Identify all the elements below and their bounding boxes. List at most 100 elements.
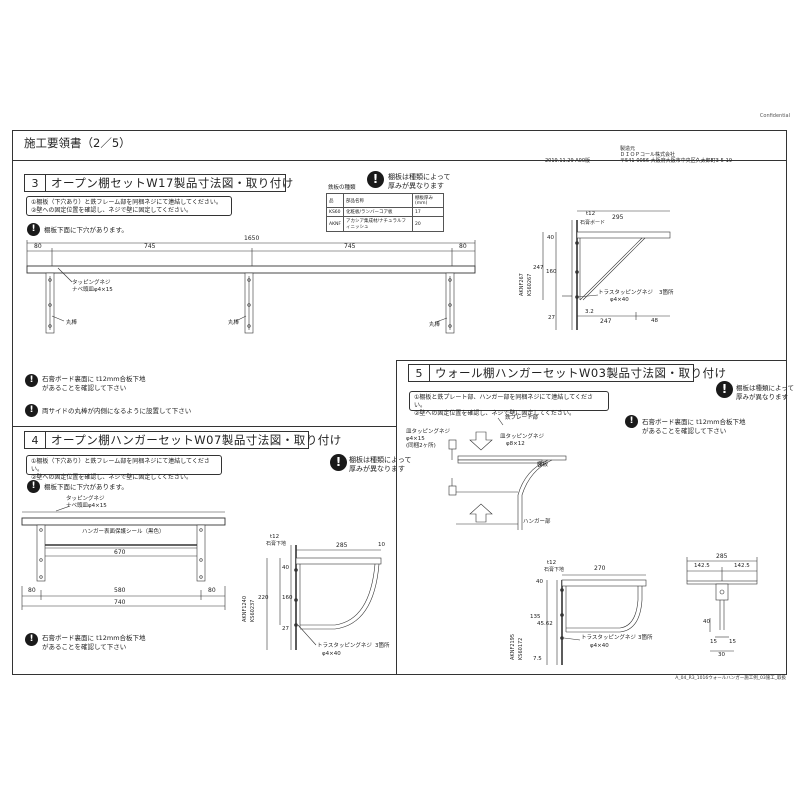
section3-warning-1b: があることを確認して下さい	[42, 384, 127, 392]
side3-27: 27	[548, 315, 555, 321]
side5-7-5: 7.5	[533, 656, 542, 662]
side5-count: 3箇所	[638, 635, 653, 641]
dim-1650: 1650	[244, 235, 260, 242]
section4-screw-spec: ナベ頭皿φ4×15	[66, 503, 107, 509]
section4-title: オープン棚ハンガーセットW07製品寸法図・取り付け	[51, 433, 342, 447]
side3-count: 3箇所	[659, 290, 674, 296]
hanger-label: ハンガー部	[523, 519, 551, 525]
side3-model-1: AKNF267	[519, 273, 525, 296]
side4-t12: t12	[270, 534, 280, 540]
side5-model-1: AKNF2195	[510, 633, 516, 660]
board-label: 棚板	[537, 462, 549, 468]
section3-note-1: ①棚板（下穴あり）と鉄フレーム部を同梱ネジにて連結してください。	[31, 199, 222, 206]
document-frame	[12, 130, 787, 675]
section4-note-2: ②壁への固定位置を確認し、ネジで壁に固定してください。	[31, 474, 193, 481]
maker-line3: 〒541-0056 大阪府大阪市中央区久太郎町3-5-19	[620, 158, 732, 164]
side4-160: 160	[282, 595, 293, 601]
plate-label: 鉄プレート部	[505, 415, 539, 421]
side5-board: 石膏下地	[544, 567, 565, 573]
section5-header: 5 ウォール棚ハンガーセットW03製品寸法図・取り付け	[408, 364, 726, 382]
section3-table-label: 鉄板の種類	[328, 185, 356, 191]
table-cell: アカシア集成材/ナチュラルフィニッシュ	[342, 216, 414, 232]
side5-screw-spec: φ4×40	[590, 643, 609, 649]
side3-board: 石膏ボード	[580, 220, 606, 226]
side4-285: 285	[336, 542, 348, 549]
section3-caution-2: 厚みが異なります	[388, 182, 444, 190]
dim-580: 580	[114, 587, 126, 594]
side4-screw-spec: φ4×40	[322, 651, 341, 657]
maru-label-2: 丸棒	[228, 320, 240, 326]
dim-745-left: 745	[144, 243, 156, 250]
page-title: 施工要領書（2／5）	[24, 136, 131, 150]
side3-model-2: KS60267	[527, 273, 533, 296]
side5-135: 135	[530, 614, 541, 620]
side4-10: 10	[378, 542, 385, 548]
dim-745-right: 745	[344, 243, 356, 250]
section3-screw-label: タッピングネジ	[72, 280, 111, 286]
section5-left-border	[396, 360, 397, 675]
section4-header: 4 オープン棚ハンガーセットW07製品寸法図・取り付け	[24, 431, 341, 449]
section4-note-1: ①棚板（下穴あり）と鉄フレーム部を同梱ネジにて連結してください。	[31, 458, 210, 473]
warning-icon: !	[25, 374, 38, 387]
warning-icon: !	[25, 633, 38, 646]
section3-warning-1a: 石膏ボード裏面に t12mm合板下地	[42, 375, 146, 383]
section5-warning-1b: があることを確認して下さい	[642, 427, 727, 435]
section3-assembly-note: ①棚板（下穴あり）と鉄フレーム部を同梱ネジにて連結してください。 ②壁への固定位…	[26, 196, 232, 216]
section4-shelf-note: 棚板下面に下穴があります。	[44, 483, 128, 491]
side4-model-2: KS60237	[250, 599, 256, 622]
side5-40: 40	[536, 579, 543, 585]
maru-label-1: 丸棒	[66, 320, 78, 326]
section4-seal-label: ハンガー表面保護シール（黒色）	[82, 529, 165, 535]
section3-shelf-note: 棚板下面に下穴があります。	[44, 226, 128, 234]
side4-40: 40	[282, 565, 289, 571]
caution-icon: !	[330, 454, 347, 471]
section5-assembly-note: ①棚板と鉄プレート部、ハンガー部を同梱ネジにて連結してください。 ②壁への固定位…	[409, 391, 609, 417]
side3-40: 40	[547, 235, 554, 241]
section4-divider	[12, 426, 396, 427]
footer-text: A_04_R3_1016ウォールハンガー施工例_03施工_取扱	[675, 676, 786, 681]
caution-icon: !	[367, 171, 384, 188]
table-cell: AKNF	[326, 216, 344, 232]
side3-48: 48	[651, 318, 658, 324]
screw-b-spec: φ8×12	[506, 441, 525, 447]
maker-line1: 製造元	[620, 146, 636, 152]
info-icon: !	[27, 480, 40, 493]
side3-screw-spec: φ4×40	[610, 297, 629, 303]
section3-screw-spec: ナベ頭皿φ4×15	[72, 287, 113, 293]
dim-740: 740	[114, 599, 126, 606]
screw-a-spec: φ4×15	[406, 436, 425, 442]
side4-board: 石膏下地	[266, 541, 287, 547]
side3-160: 160	[546, 269, 557, 275]
front5-30: 30	[718, 652, 725, 658]
section4-screw-label: タッピングネジ	[66, 496, 105, 502]
screw-a-label: 皿タッピングネジ	[406, 429, 451, 435]
side5-model-2: KS60172	[518, 637, 524, 660]
section4-caution-2: 厚みが異なります	[349, 465, 405, 473]
dim-80-b: 80	[208, 587, 216, 594]
section4-number: 4	[25, 432, 46, 448]
section3-title: オープン棚セットW17製品寸法図・取り付け	[51, 176, 294, 190]
header-underline	[12, 160, 787, 161]
section4-warning-1b: があることを確認して下さい	[42, 643, 127, 651]
side4-screw: トラスタッピングネジ	[317, 643, 372, 649]
section4-caution-1: 棚板は種類によって	[349, 456, 412, 464]
front5-142-5-left: 142.5	[694, 563, 710, 569]
dim-80-a: 80	[28, 587, 36, 594]
table-cell: 20	[412, 216, 444, 232]
info-icon: !	[27, 223, 40, 236]
screw-b-label: 皿タッピングネジ	[500, 434, 545, 440]
section5-title: ウォール棚ハンガーセットW03製品寸法図・取り付け	[435, 366, 727, 380]
front5-40: 40	[703, 619, 710, 625]
side3-247: 247	[533, 265, 544, 271]
section5-note-1: ①棚板と鉄プレート部、ハンガー部を同梱ネジにて連結してください。	[414, 394, 594, 409]
side4-model-1: AKNF1240	[242, 595, 248, 622]
warning-icon: !	[625, 415, 638, 428]
section3-number: 3	[25, 175, 46, 191]
side5-270: 270	[594, 565, 606, 572]
side3-247b: 247	[600, 318, 612, 325]
section3-warning-2: 両サイドの丸棒が内側になるように設置して下さい	[42, 407, 192, 415]
section3-note-2: ②壁への固定位置を確認し、ネジで壁に固定してください。	[31, 207, 193, 214]
front5-15-left: 15	[710, 639, 717, 645]
